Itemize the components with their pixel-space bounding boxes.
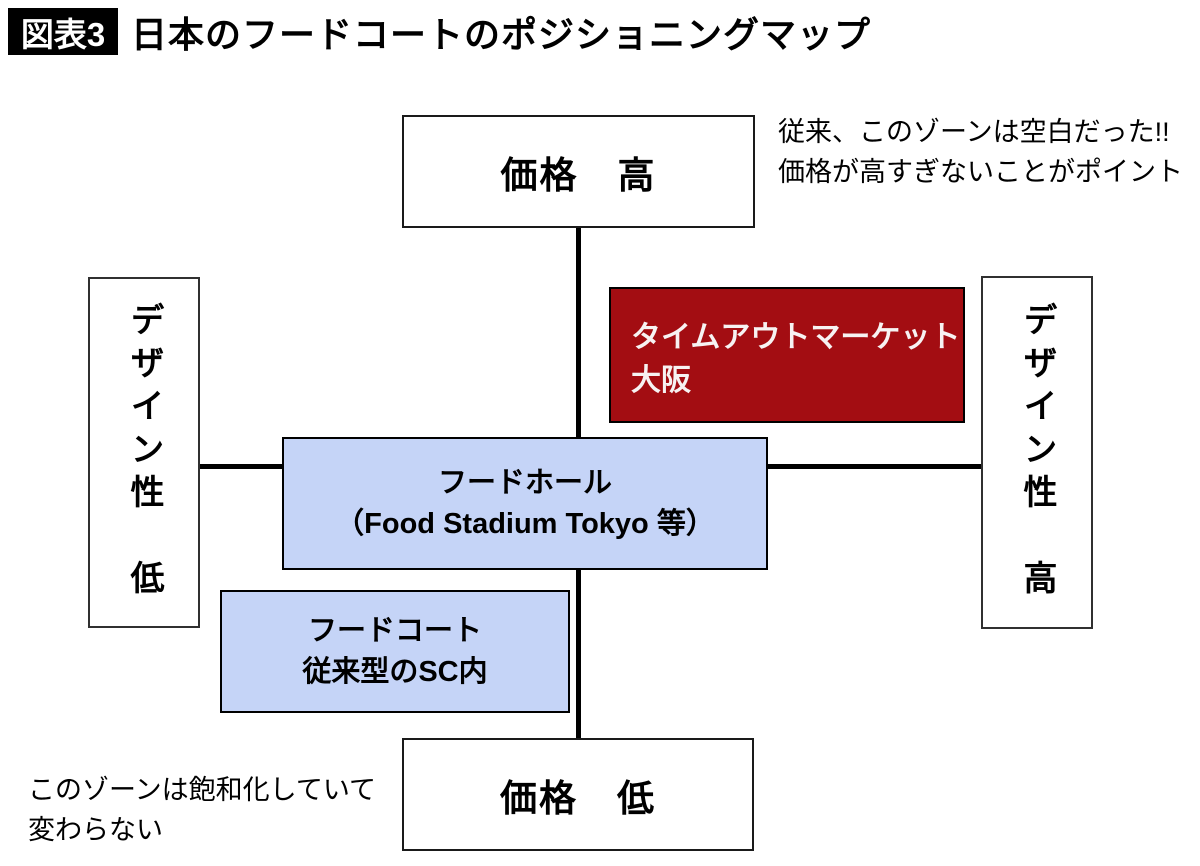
- item-box-timeout-market-osaka: タイムアウトマーケット 大阪: [609, 287, 965, 423]
- axis-label-design-low: デザイン性 低: [88, 277, 200, 628]
- horizontal-axis-line-left: [200, 464, 282, 469]
- food-hall-line1: フードホール: [437, 466, 612, 499]
- item-box-food-hall: フードホール （Food Stadium Tokyo 等）: [282, 437, 768, 570]
- axis-label-design-high: デザイン性 高: [981, 276, 1093, 629]
- food-court-line1: フードコート: [307, 614, 482, 647]
- figure-number-badge: 図表3: [8, 8, 118, 55]
- item-box-food-court: フードコート 従来型のSC内: [220, 590, 570, 713]
- food-court-line2: 従来型のSC内: [302, 655, 488, 688]
- annotation-top-right-line2: 価格が高すぎないことがポイント: [778, 157, 1183, 187]
- axis-label-price-high: 価格 高: [402, 115, 755, 228]
- vertical-axis-line-lower: [576, 570, 581, 738]
- timeout-market-line1: タイムアウトマーケット: [631, 321, 961, 354]
- annotation-bottom-left-line1: このゾーンは飽和化していて: [28, 775, 377, 805]
- page-title: 日本のフードコートのポジショニングマップ: [131, 13, 872, 55]
- annotation-bottom-left-line2: 変わらない: [28, 815, 163, 845]
- timeout-market-line2: 大阪: [631, 364, 691, 397]
- food-hall-line2: （Food Stadium Tokyo 等）: [335, 507, 715, 540]
- vertical-axis-line-upper: [576, 228, 581, 437]
- axis-label-price-low: 価格 低: [402, 738, 754, 851]
- axis-label-design-high-text: デザイン性 高: [1018, 302, 1056, 603]
- annotation-bottom-left: このゾーンは飽和化していて 変わらない: [28, 770, 376, 850]
- axis-label-design-low-text: デザイン性 低: [125, 302, 163, 603]
- horizontal-axis-line-right: [768, 464, 981, 469]
- annotation-top-right-line1: 従来、このゾーンは空白だった!!: [778, 117, 1170, 147]
- annotation-top-right: 従来、このゾーンは空白だった!! 価格が高すぎないことがポイント: [778, 112, 1183, 192]
